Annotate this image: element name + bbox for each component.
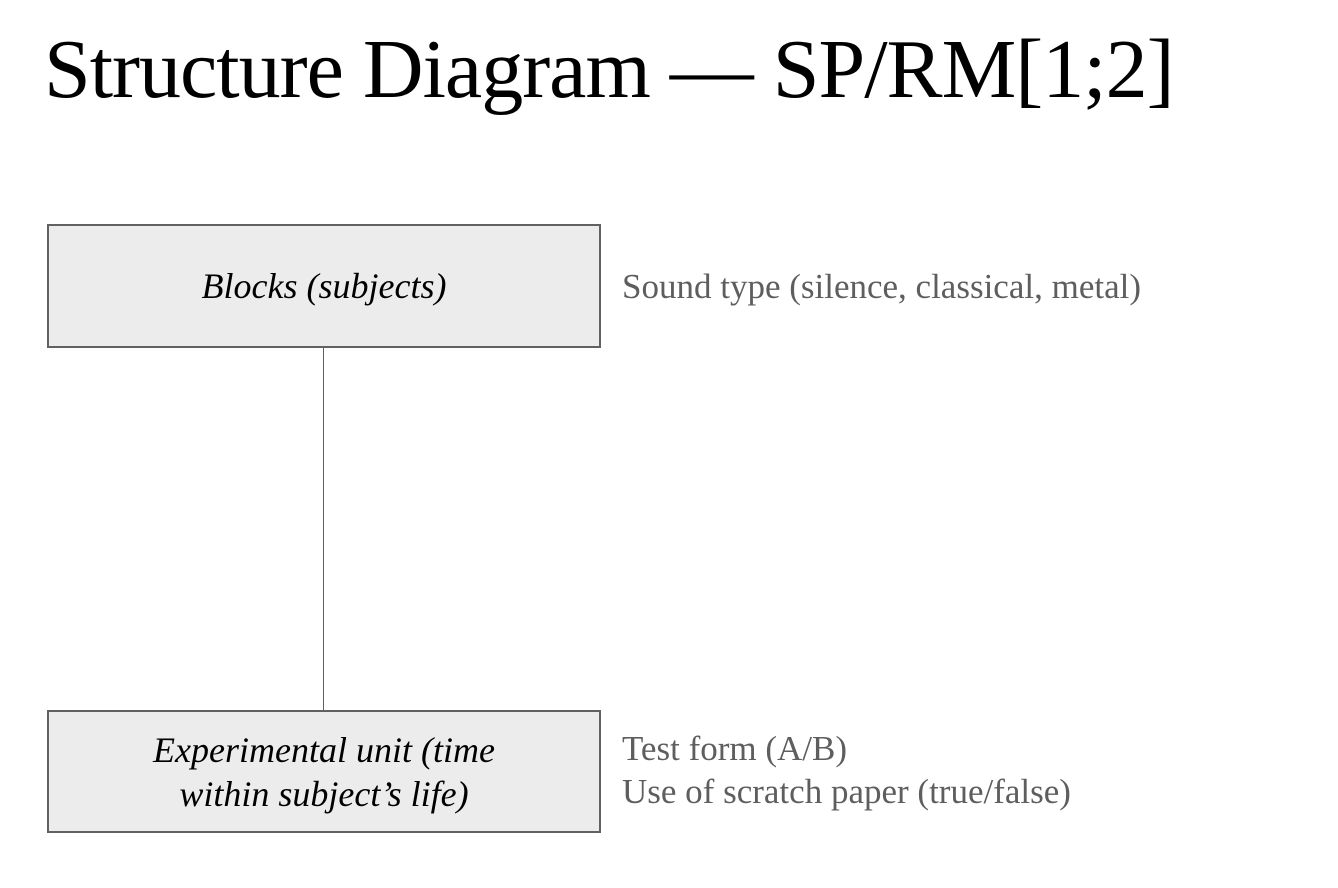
page-title: Structure Diagram — SP/RM[1;2] bbox=[44, 23, 1175, 116]
blocks-box-label-line: Blocks (subjects) bbox=[201, 266, 447, 306]
experimental-unit-box-label: Experimental unit (time within subject’s… bbox=[153, 728, 495, 816]
experimental-unit-factor-list: Test form (A/B) Use of scratch paper (tr… bbox=[622, 727, 1071, 813]
experimental-unit-label-line-2: within subject’s life) bbox=[179, 773, 469, 814]
connector-line bbox=[323, 348, 324, 710]
factor-sound-type: Sound type (silence, classical, metal) bbox=[622, 267, 1142, 306]
blocks-factor-list: Sound type (silence, classical, metal) bbox=[622, 265, 1141, 308]
experimental-unit-label-line-1: Experimental unit (time bbox=[153, 729, 495, 770]
blocks-box: Blocks (subjects) bbox=[47, 224, 601, 348]
factor-test-form: Test form (A/B) bbox=[622, 729, 848, 768]
factor-scratch-paper: Use of scratch paper (true/false) bbox=[622, 772, 1071, 811]
blocks-box-label: Blocks (subjects) bbox=[202, 264, 447, 308]
experimental-unit-box: Experimental unit (time within subject’s… bbox=[47, 710, 601, 833]
